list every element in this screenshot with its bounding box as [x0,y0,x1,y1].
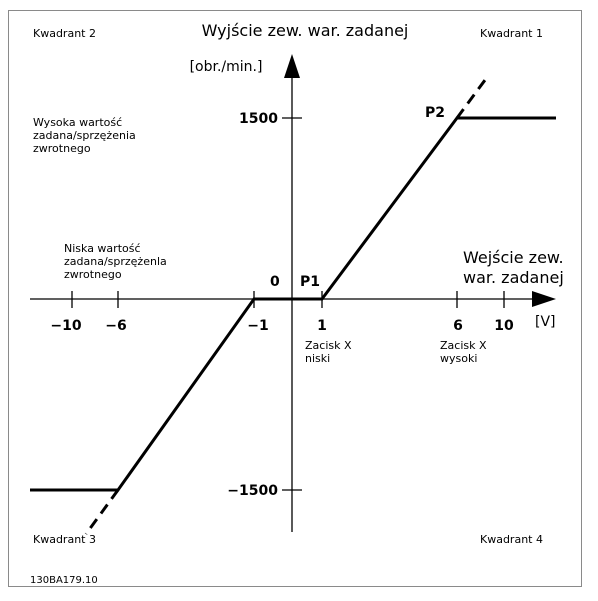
high-reference-label: zwrotnego [33,142,91,155]
extrapolation-line-upper [455,75,490,119]
point-p1-label: P1 [300,274,320,290]
y-axis-title: Wyjście zew. war. zadanej [202,21,409,40]
y-tick-label-1500: 1500 [239,111,278,127]
y-axis-unit: [obr./min.] [190,59,263,75]
quadrant-4-label: Kwadrant 4 [480,533,543,546]
x-tick-label: 1 [317,318,327,334]
terminal-high-label: wysoki [440,352,477,365]
terminal-low-label: niski [305,352,330,365]
y-axis-arrow-icon [284,54,300,78]
figure-id: 130BA179.10 [30,575,98,586]
quadrant-3-label: Kwadrant 3 [33,533,96,546]
low-reference-label: Niska wartość [64,242,141,255]
y-tick-marks [282,117,302,491]
terminal-high-label: Zacisk X [440,339,487,352]
x-tick-label: 6 [453,318,463,334]
x-tick-label: −1 [247,318,268,334]
point-p2-label: P2 [425,105,445,121]
terminal-low-label: Zacisk X [305,339,352,352]
quadrant-1-label: Kwadrant 1 [480,27,543,40]
extrapolation-line-lower [84,489,120,535]
high-reference-label: zadana/sprzężenia [33,129,136,142]
origin-label: 0 [270,274,280,290]
x-axis-arrow-icon [532,291,556,307]
x-axis-unit: [V] [535,314,556,330]
quadrant-2-label: Kwadrant 2 [33,27,96,40]
x-tick-label: 10 [494,318,514,334]
x-tick-label: −10 [50,318,81,334]
low-reference-label: zadana/sprzężenla [64,255,167,268]
x-axis-title-line-2: war. zadanej [463,268,564,287]
x-axis-title-line-1: Wejście zew. [463,248,564,267]
low-reference-label: zwrotnego [64,268,122,281]
high-reference-label: Wysoka wartość [33,116,122,129]
reference-curve [30,116,556,492]
x-tick-label: −6 [105,318,126,334]
y-tick-label-minus-1500: −1500 [227,483,278,499]
